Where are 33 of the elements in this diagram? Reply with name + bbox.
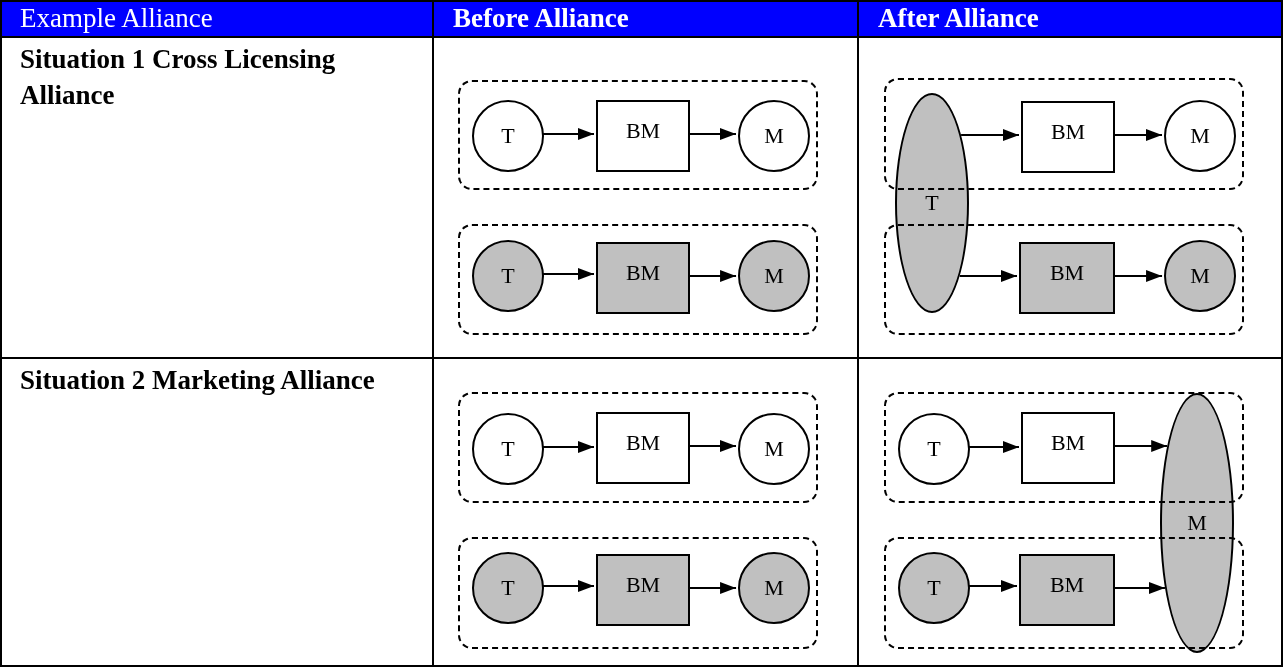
circle-node: M	[738, 413, 810, 485]
rectangle-node: BM	[596, 242, 690, 314]
rectangle-node: BM	[1019, 554, 1115, 626]
circle-node: M	[1164, 100, 1236, 172]
circle-node: T	[472, 552, 544, 624]
dashed-group-box	[458, 224, 818, 335]
dashed-group-box	[458, 80, 818, 190]
circle-node: T	[472, 100, 544, 172]
circle-node: T	[472, 413, 544, 485]
circle-node: T	[898, 413, 970, 485]
circle-node: M	[738, 100, 810, 172]
circle-node: T	[472, 240, 544, 312]
column-header: After Alliance	[858, 0, 1283, 36]
column-header: Before Alliance	[433, 0, 858, 36]
arrow	[958, 270, 1018, 282]
rectangle-node: BM	[1021, 412, 1115, 484]
rectangle-node: BM	[596, 412, 690, 484]
ellipse-node: T	[895, 93, 969, 313]
ellipse-node: M	[1160, 393, 1234, 653]
circle-node: T	[898, 552, 970, 624]
arrow	[960, 129, 1020, 141]
circle-node: M	[738, 552, 810, 624]
circle-node: M	[738, 240, 810, 312]
row-header: Situation 1 Cross Licensing Alliance	[19, 43, 337, 112]
dashed-group-box	[458, 537, 818, 649]
dashed-group-box	[458, 392, 818, 503]
column-header: Example Alliance	[0, 0, 433, 36]
rectangle-node: BM	[596, 554, 690, 626]
circle-node: M	[1164, 240, 1236, 312]
rectangle-node: BM	[1021, 101, 1115, 173]
rectangle-node: BM	[1019, 242, 1115, 314]
rectangle-node: BM	[596, 100, 690, 172]
row-header: Situation 2 Marketing Alliance	[19, 364, 376, 397]
